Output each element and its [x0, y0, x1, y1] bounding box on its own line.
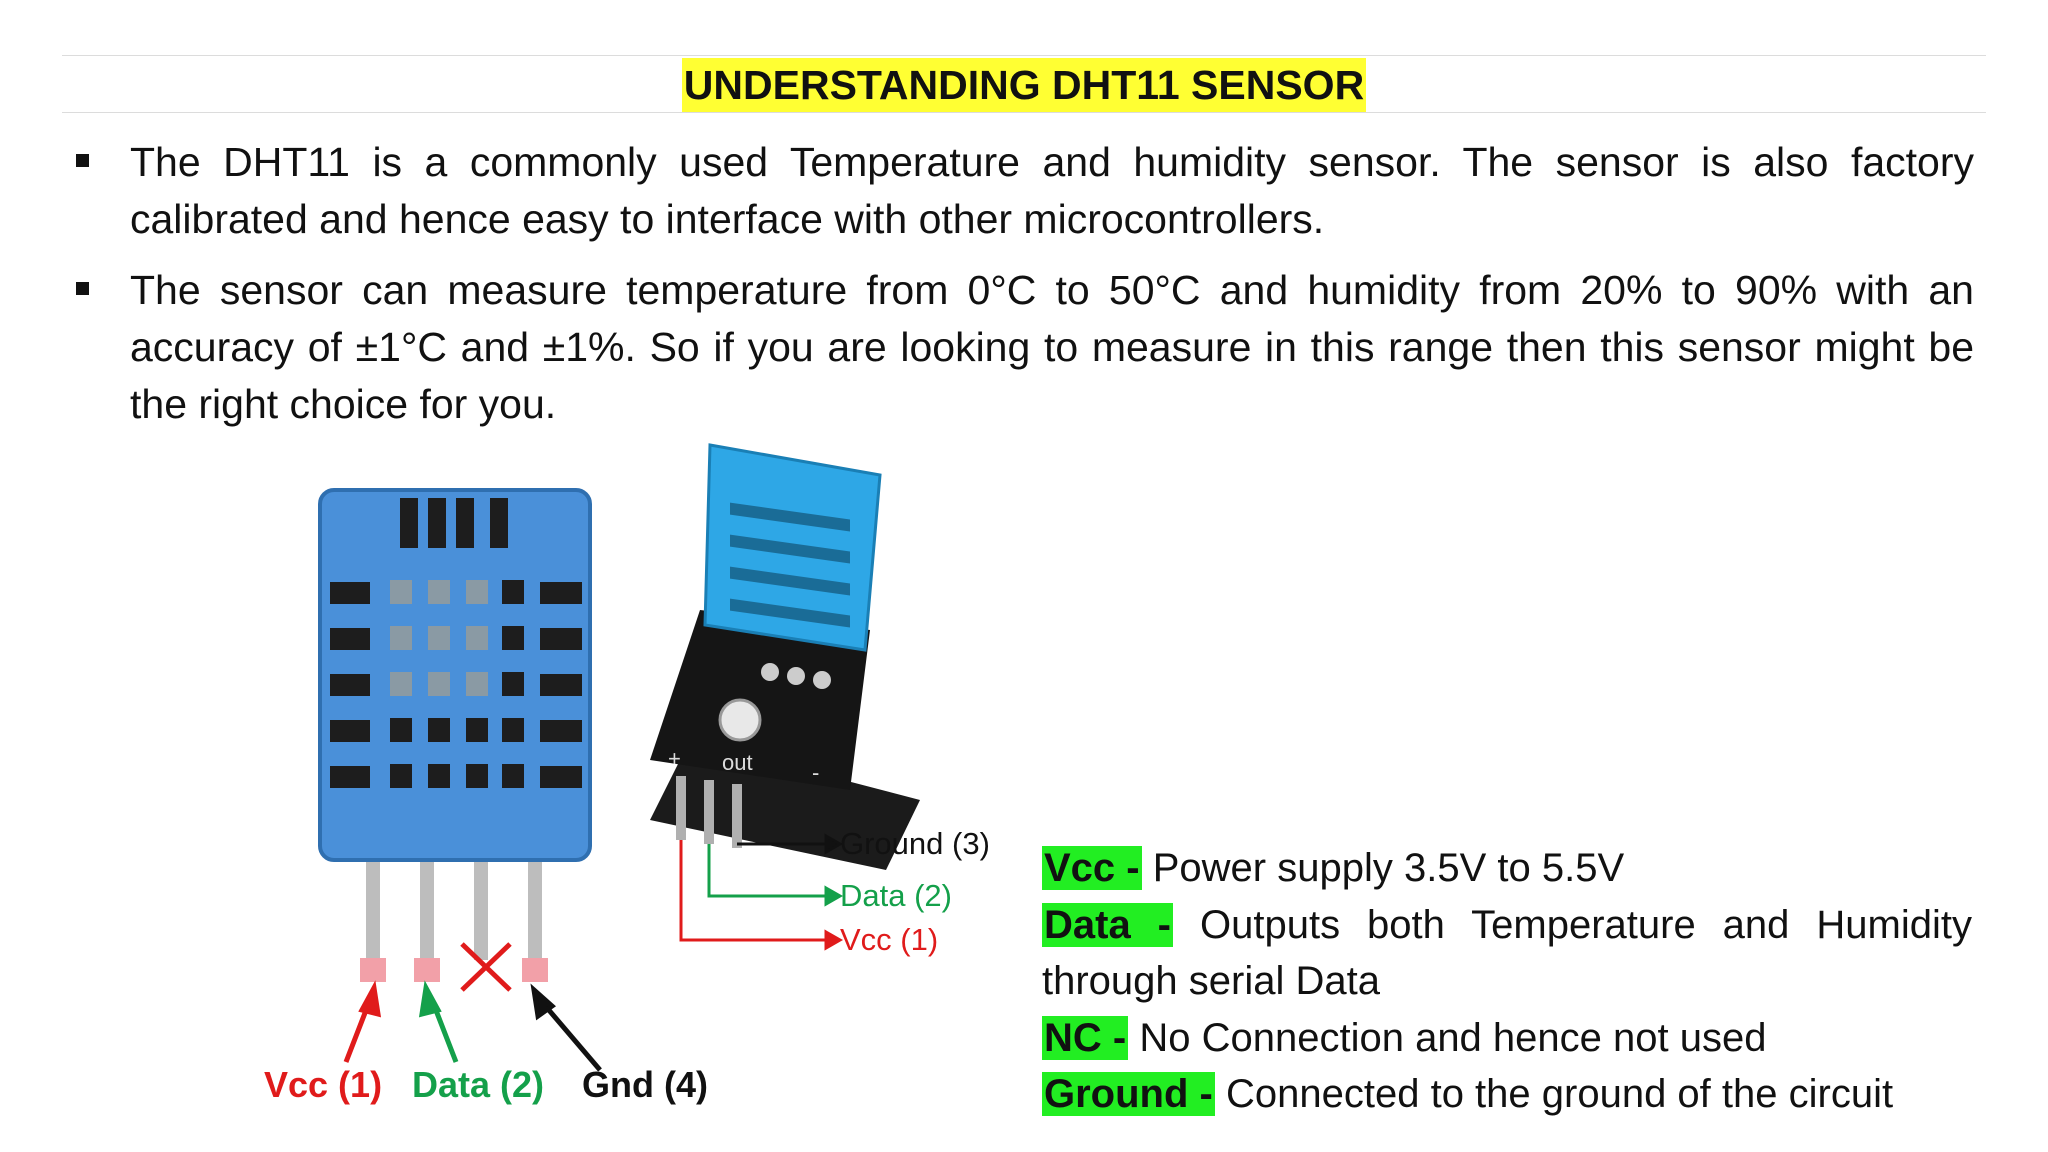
- square-bullet-icon: [76, 154, 89, 167]
- bullet-text: The DHT11 is a commonly used Temperature…: [130, 139, 1974, 242]
- sensor-pin: [420, 850, 434, 960]
- bullet-text: The sensor can measure temperature from …: [130, 267, 1974, 427]
- title-rule: [62, 112, 1986, 113]
- pin-tag: NC -: [1042, 1015, 1129, 1060]
- pin-desc: Power supply 3.5V to 5.5V: [1152, 846, 1625, 890]
- vent-slot: [400, 498, 418, 548]
- silkscreen-minus: -: [812, 760, 819, 785]
- pin-description-ground: Ground - Connected to the ground of the …: [1042, 1066, 1972, 1123]
- silkscreen-plus: +: [668, 746, 681, 771]
- bare-data-label: Data (2): [412, 1064, 545, 1105]
- bare-vcc-label: Vcc (1): [264, 1064, 383, 1105]
- vent-grid: [330, 580, 582, 788]
- pin-desc: Connected to the ground of the circuit: [1225, 1072, 1894, 1116]
- pin-description-vcc: Vcc - Power supply 3.5V to 5.5V: [1042, 840, 1972, 897]
- title-container: UNDERSTANDING DHT11 SENSOR: [0, 58, 2048, 112]
- pin-desc: Outputs both Temperature and Humidity th…: [1042, 902, 1972, 1004]
- pin-pad: [522, 958, 548, 982]
- pin-pad: [414, 958, 440, 982]
- module-pcb: [650, 740, 920, 870]
- nc-cross-icon: [460, 942, 512, 992]
- vcc-wire: [679, 840, 844, 951]
- pin-description-list: Vcc - Power supply 3.5V to 5.5V Data - O…: [1042, 840, 1972, 1123]
- pin-tag: Data -: [1042, 902, 1173, 947]
- module-solder-pad: [813, 671, 831, 689]
- pin-tag: Ground -: [1042, 1072, 1215, 1116]
- module-data-label: Data (2): [840, 878, 952, 913]
- bullet-list: The DHT11 is a commonly used Temperature…: [74, 134, 1974, 447]
- vcc-arrow-icon: [343, 980, 382, 1063]
- bullet-item: The DHT11 is a commonly used Temperature…: [74, 134, 1974, 248]
- module-vent-grid: [730, 502, 850, 628]
- module-solder-pad: [787, 667, 805, 685]
- module-ground-label: Ground (3): [840, 826, 990, 861]
- sensor-pin: [528, 850, 542, 960]
- sensor-pin: [474, 850, 488, 960]
- module-pin: [676, 776, 686, 840]
- vent-slot: [490, 498, 508, 548]
- gnd-arrow-icon: [530, 983, 602, 1072]
- sensor-pin: [366, 850, 380, 960]
- pin-description-nc: NC - No Connection and hence not used: [1042, 1010, 1972, 1067]
- dht11-module-illustration: out + -: [650, 443, 920, 951]
- module-pcb-face: [650, 610, 870, 790]
- data-wire: [707, 844, 844, 907]
- top-rule: [62, 55, 1986, 56]
- module-vcc-label: Vcc (1): [840, 922, 939, 957]
- pin-pad: [360, 958, 386, 982]
- pin-tag: Vcc -: [1042, 846, 1142, 890]
- module-pin: [704, 780, 714, 844]
- ground-wire: [737, 833, 844, 855]
- dht11-bare-sensor-illustration: [318, 488, 602, 1072]
- bullet-item: The sensor can measure temperature from …: [74, 262, 1974, 433]
- vent-slot: [456, 498, 474, 548]
- pin-desc: No Connection and hence not used: [1139, 1015, 1767, 1060]
- square-bullet-icon: [76, 282, 89, 295]
- pin-description-data: Data - Outputs both Temperature and Humi…: [1042, 897, 1972, 1010]
- module-component: [718, 698, 762, 742]
- silkscreen-out: out: [722, 750, 753, 775]
- module-pin: [732, 784, 742, 848]
- page-title: UNDERSTANDING DHT11 SENSOR: [681, 58, 1367, 112]
- data-arrow-icon: [418, 980, 459, 1063]
- vent-slot: [428, 498, 446, 548]
- bare-gnd-label: Gnd (4): [582, 1064, 708, 1105]
- module-solder-pad: [761, 663, 779, 681]
